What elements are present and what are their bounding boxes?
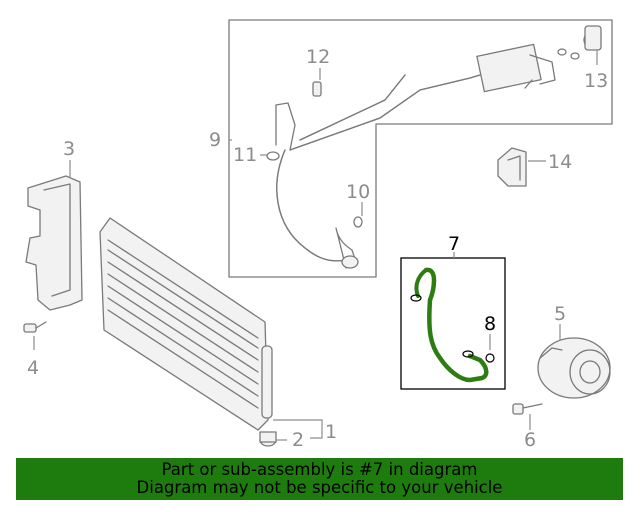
callout-13: 13 — [584, 70, 608, 92]
banner-line-part-number: Part or sub-assembly is #7 in diagram — [161, 460, 478, 479]
callout-2: 2 — [292, 429, 304, 451]
leader-lines — [33, 50, 598, 441]
part-4-bolt — [23, 321, 47, 333]
part-14-bracket — [497, 147, 527, 187]
callout-12: 12 — [306, 46, 330, 68]
callout-10: 10 — [346, 181, 370, 203]
callout-14: 14 — [548, 151, 572, 173]
part-2-cap — [259, 431, 277, 447]
callout-5: 5 — [554, 303, 566, 325]
condenser — [99, 217, 273, 431]
callout-11: 11 — [233, 144, 257, 166]
ac-hose-assembly — [266, 25, 602, 269]
part-7-inset — [400, 257, 506, 390]
callout-7: 7 — [448, 233, 460, 255]
banner-line-disclaimer: Diagram may not be specific to your vehi… — [136, 478, 503, 497]
part-5-compressor — [537, 337, 611, 399]
group-9-inset — [228, 19, 613, 278]
callout-6: 6 — [524, 429, 536, 451]
callout-3: 3 — [63, 138, 75, 160]
callout-labels: 1 2 3 4 5 6 7 8 9 10 11 12 13 14 — [27, 46, 608, 451]
parts-diagram: 1 2 3 4 5 6 7 8 9 10 11 12 13 14 — [23, 19, 613, 451]
callout-9: 9 — [209, 129, 221, 151]
callout-4: 4 — [27, 357, 39, 379]
part-3-air-guide — [25, 175, 83, 311]
callout-1: 1 — [325, 421, 337, 443]
callout-8: 8 — [484, 313, 496, 335]
part-6-bolt — [512, 403, 543, 415]
part-info-banner: Part or sub-assembly is #7 in diagram Di… — [16, 458, 623, 500]
